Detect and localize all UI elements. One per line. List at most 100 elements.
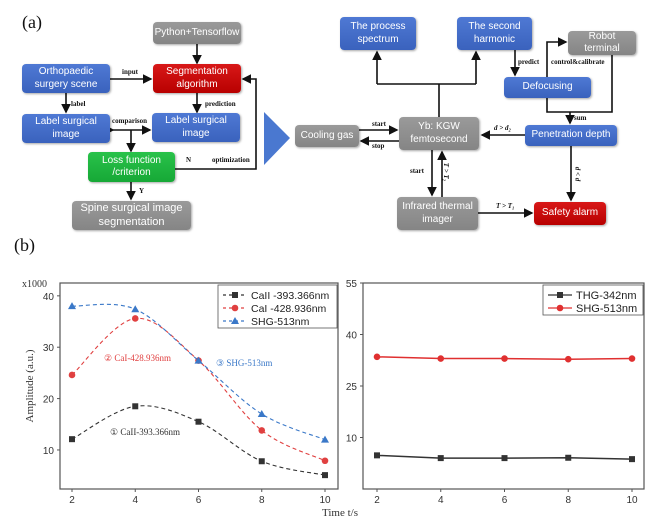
edge-y: Y	[139, 187, 145, 195]
data-point	[68, 302, 76, 310]
edge-n: N	[186, 156, 192, 164]
y-tick-label: 20	[43, 395, 55, 406]
arrow-optimization	[175, 74, 257, 170]
edge-d-gt: d > d₂	[494, 124, 511, 132]
node-segmentation: Segmentation algorithm	[153, 64, 241, 93]
y-tick-label: 10	[43, 446, 55, 457]
edge-t1: T > T₁	[496, 202, 515, 210]
legend-marker	[231, 304, 239, 312]
data-point	[437, 455, 444, 462]
data-point	[69, 436, 75, 443]
data-point	[501, 455, 508, 462]
x-tick-label: 8	[565, 495, 571, 506]
edge-d-lt: d < d	[573, 166, 582, 182]
x-tick-label: 8	[259, 495, 265, 506]
node-robot-terminal: Robot terminal	[568, 31, 636, 55]
edge-start-ir: start	[410, 167, 424, 175]
y-tick-label: 40	[346, 331, 358, 342]
legend-marker	[556, 304, 564, 312]
legend-label: SHG-513nm	[251, 316, 310, 328]
node-cooling-gas: Cooling gas	[295, 125, 359, 147]
y-tick-label: 30	[43, 343, 55, 354]
node-laser: Yb: KGW femtosecond	[399, 117, 479, 150]
legend-label: THG-342nm	[576, 290, 637, 302]
data-point	[501, 355, 508, 362]
data-point	[132, 403, 139, 410]
x-tick-label: 4	[132, 495, 138, 506]
big-right-arrow-icon	[264, 112, 290, 165]
data-point	[131, 315, 139, 322]
edge-optimization: optimization	[212, 156, 250, 164]
data-point	[629, 456, 635, 463]
series-line	[71, 405, 326, 476]
diagram-connectors	[61, 37, 613, 218]
arrow-to-robot	[546, 37, 568, 77]
x-axis-label: Time t/s	[322, 507, 358, 519]
node-defocusing: Defocusing	[504, 77, 591, 98]
legend-label: SHG-513nm	[576, 303, 637, 315]
x-tick-label: 10	[626, 495, 638, 506]
edge-prediction: prediction	[205, 100, 236, 108]
data-point	[258, 427, 266, 434]
x-tick-label: 2	[374, 495, 380, 506]
node-label-left: Label surgical image	[22, 114, 110, 143]
series-annotation: ② CaI-428.936nm	[104, 353, 171, 363]
series-line	[71, 303, 326, 441]
node-label-right: Label surgical image	[152, 113, 240, 142]
data-point	[131, 305, 140, 313]
x-tick-label: 6	[196, 495, 202, 506]
node-process-spectrum: The process spectrum	[340, 17, 416, 50]
node-infrared: Infrared thermal imager	[397, 197, 478, 230]
series-annotation: ① CaII-393.366nm	[110, 427, 180, 437]
series-line	[71, 317, 326, 462]
node-python: Python+Tensorflow	[153, 22, 241, 44]
data-point	[258, 458, 265, 465]
y-tick-label: 55	[346, 279, 358, 290]
edge-start-gas: start	[372, 120, 386, 128]
edge-comparison: comparison	[112, 117, 147, 125]
legend-marker	[231, 317, 239, 324]
node-orthopaedic: Orthopaedic surgery scene	[22, 64, 110, 93]
node-spine: Spine surgical image segmentation	[72, 201, 191, 230]
y-tick-label: 10	[346, 434, 358, 445]
data-point	[321, 457, 329, 465]
arrow-laser-up	[376, 53, 477, 117]
legend-marker	[232, 292, 238, 298]
edge-t2: T > T₂	[442, 162, 451, 182]
node-safety-alarm: Safety alarm	[534, 202, 606, 225]
edge-control: control&calibrate	[551, 58, 605, 66]
y-tick-label: 25	[346, 382, 358, 393]
y-multiplier: x1000	[22, 279, 47, 290]
y-axis-label: Amplitude (a.u.)	[24, 349, 36, 422]
node-loss: Loss function /criterion	[88, 152, 175, 182]
data-point	[195, 418, 202, 425]
edge-label: label	[71, 100, 86, 108]
data-point	[194, 356, 203, 364]
data-point	[564, 355, 572, 363]
arrow-sum	[546, 55, 613, 123]
edge-predict: predict	[518, 58, 540, 66]
y-tick-label: 40	[43, 292, 55, 303]
panel-a-label: (a)	[22, 12, 42, 32]
data-point	[373, 353, 381, 361]
data-point	[374, 452, 380, 459]
x-tick-label: 2	[69, 495, 75, 506]
edge-sum: sum	[574, 114, 587, 122]
node-second-harmonic: The second harmonic	[457, 17, 532, 50]
edge-input: input	[122, 68, 138, 76]
x-tick-label: 4	[438, 495, 444, 506]
data-point	[565, 454, 572, 461]
x-tick-label: 10	[319, 495, 331, 506]
edge-stop-gas: stop	[372, 142, 385, 150]
series-annotation: ③ SHG-513nm	[216, 358, 272, 368]
data-point	[68, 371, 76, 379]
legend-label: CaII -393.366nm	[251, 290, 329, 302]
x-tick-label: 6	[502, 495, 508, 506]
data-point	[321, 435, 329, 443]
panel-b-label: (b)	[14, 235, 35, 255]
data-point	[322, 472, 328, 479]
data-point	[257, 409, 266, 417]
data-point	[628, 355, 636, 362]
legend-label: CaI -428.936nm	[251, 303, 327, 315]
